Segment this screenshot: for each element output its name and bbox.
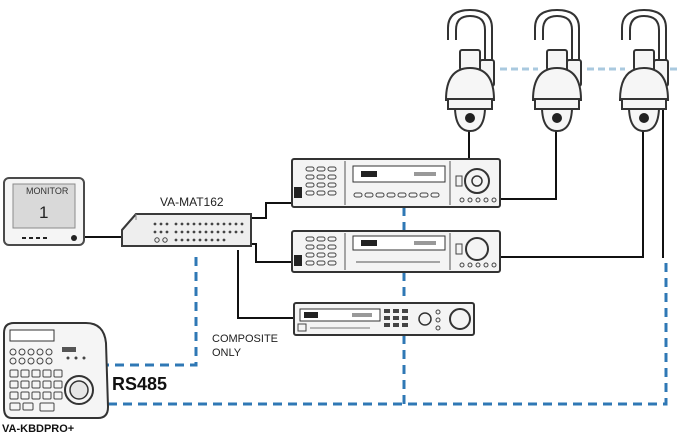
composite-only-label: COMPOSITE ONLY <box>212 333 279 359</box>
dvr-3 <box>293 302 475 336</box>
matrix-switch <box>121 213 252 247</box>
video-cables <box>84 75 664 319</box>
cable-matrix-to-dvr1 <box>251 202 292 219</box>
rs485-cables <box>100 207 668 406</box>
ptz-camera-1 <box>444 8 496 133</box>
rs485-bus <box>108 262 668 406</box>
dvr-1 <box>291 158 501 208</box>
rs485-keyboard-to-matrix <box>100 252 198 367</box>
keyboard-label: VA-KBDPRO+ <box>2 423 75 435</box>
monitor <box>3 177 85 246</box>
rs485-label: RS485 <box>112 374 168 394</box>
keyboard-controller <box>3 322 110 419</box>
cable-matrix-to-dvr3 <box>237 250 294 319</box>
monitor-number-label: 1 <box>39 203 49 222</box>
monitor-title-label: MONITOR <box>26 186 69 196</box>
ptz-camera-2 <box>531 8 583 133</box>
cable-matrix-to-dvr2 <box>251 243 292 263</box>
cable-cam3-to-dvr2 <box>500 130 644 258</box>
monitor-power-button <box>71 235 77 241</box>
dvr-2 <box>291 230 501 273</box>
matrix-label: VA-MAT162 <box>160 195 224 209</box>
cable-cam2-to-dvr1 <box>500 130 557 200</box>
ptz-camera-3 <box>618 8 670 133</box>
